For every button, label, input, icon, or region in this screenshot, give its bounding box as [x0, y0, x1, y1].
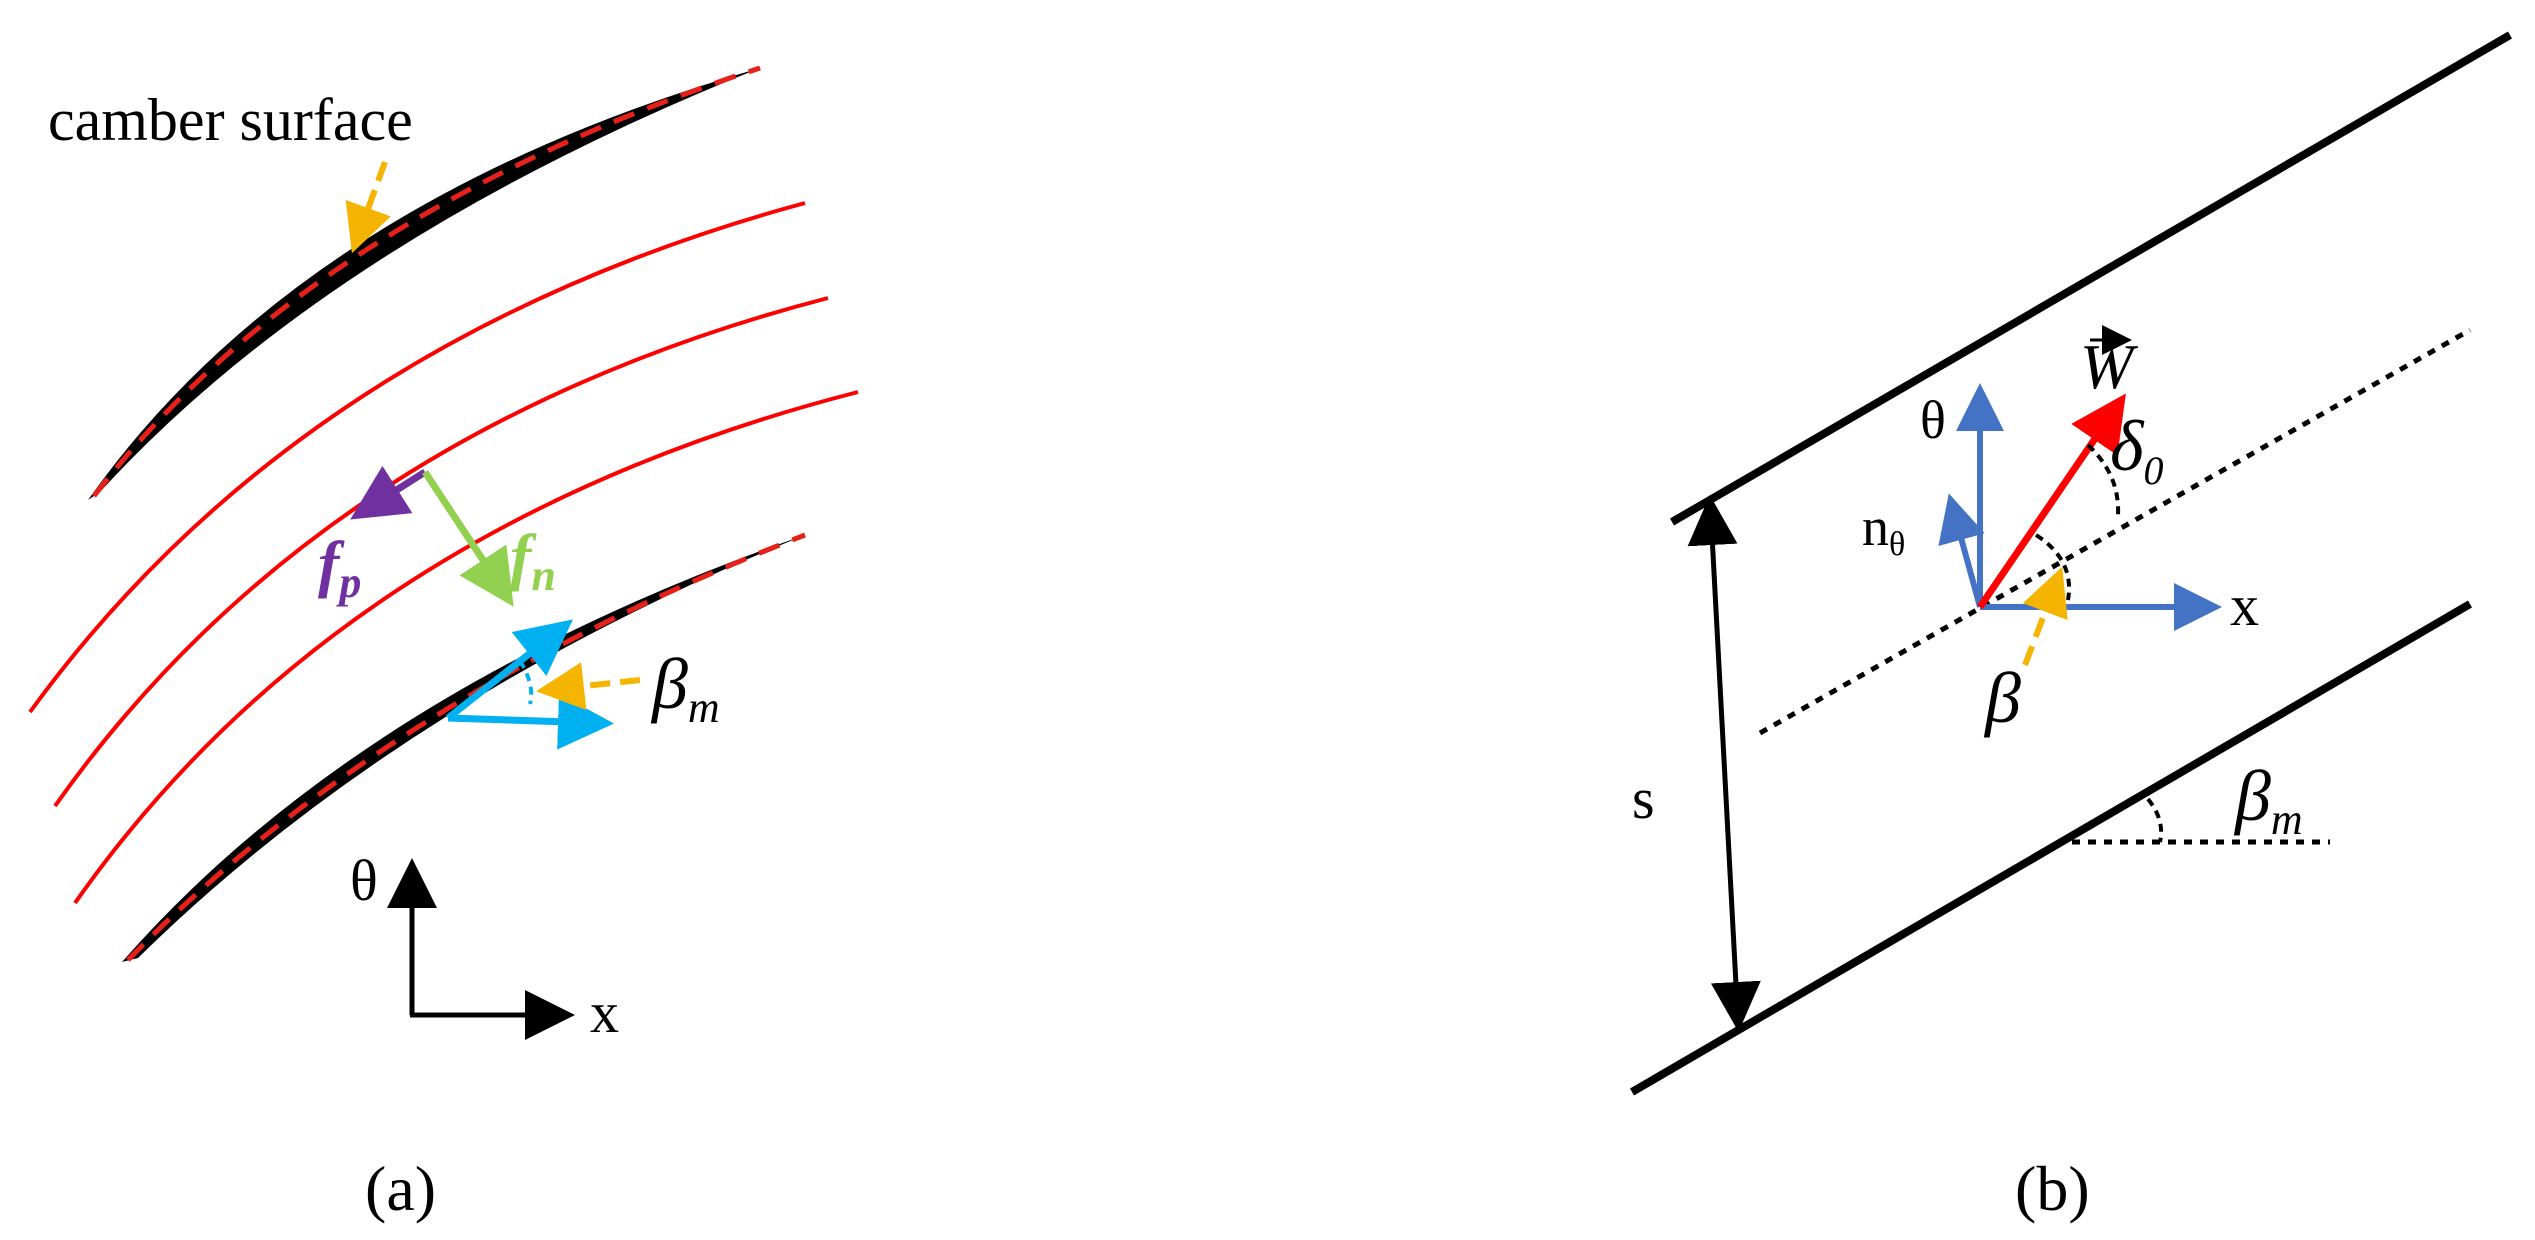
- beta-m-label-b: βm: [2233, 756, 2303, 844]
- n-theta-axis: [1938, 493, 1985, 608]
- x-label-a: x: [590, 980, 619, 1045]
- panel-b-caption: (b): [2015, 1153, 2090, 1224]
- beta-m-label-a: βm: [650, 644, 720, 732]
- beta-m-angle-arc-b: [2146, 797, 2164, 843]
- theta-label-a: θ: [350, 848, 378, 913]
- force-n-arrow: [422, 470, 514, 607]
- theta-label-b: θ: [1920, 390, 1946, 450]
- w-label: W: [2080, 331, 2139, 402]
- blade-direction-vector: [445, 619, 573, 721]
- beta-label: β: [1983, 658, 2021, 738]
- force-n-label: fn: [510, 521, 556, 600]
- streamline-3: [73, 390, 859, 905]
- force-p-arrow: [350, 465, 427, 520]
- delta-angle-arc: [2086, 443, 2121, 516]
- spacing-arrow: [1687, 495, 1761, 1032]
- lower-blade: [122, 535, 805, 962]
- beta-annotation-arrow: [2022, 566, 2068, 667]
- axial-direction-vector: [447, 693, 614, 750]
- x-label-b: x: [2230, 573, 2259, 638]
- panel-a: camber surface fp fn βm θ x (a): [28, 65, 859, 1224]
- streamline-1: [28, 201, 806, 714]
- n-theta-label: nθ: [1862, 497, 1905, 563]
- camber-surface-label: camber surface: [48, 87, 413, 153]
- lower-camber-line: [126, 532, 806, 962]
- beta-m-annotation-arrow: [536, 662, 641, 710]
- spacing-label: s: [1632, 766, 1655, 831]
- delta-label: δ0: [2110, 406, 2163, 493]
- upper-wall: [1669, 31, 2513, 526]
- lower-wall: [1629, 600, 2473, 1096]
- relative-velocity-vector: [1977, 393, 2126, 609]
- panel-a-caption: (a): [365, 1153, 436, 1224]
- camber-annotation-arrow: [345, 160, 391, 254]
- beta-m-angle-arc-a: [518, 659, 534, 705]
- panel-b: βm s θ nθ x W δ0 β (b): [1629, 31, 2513, 1224]
- force-p-label: fp: [318, 528, 361, 607]
